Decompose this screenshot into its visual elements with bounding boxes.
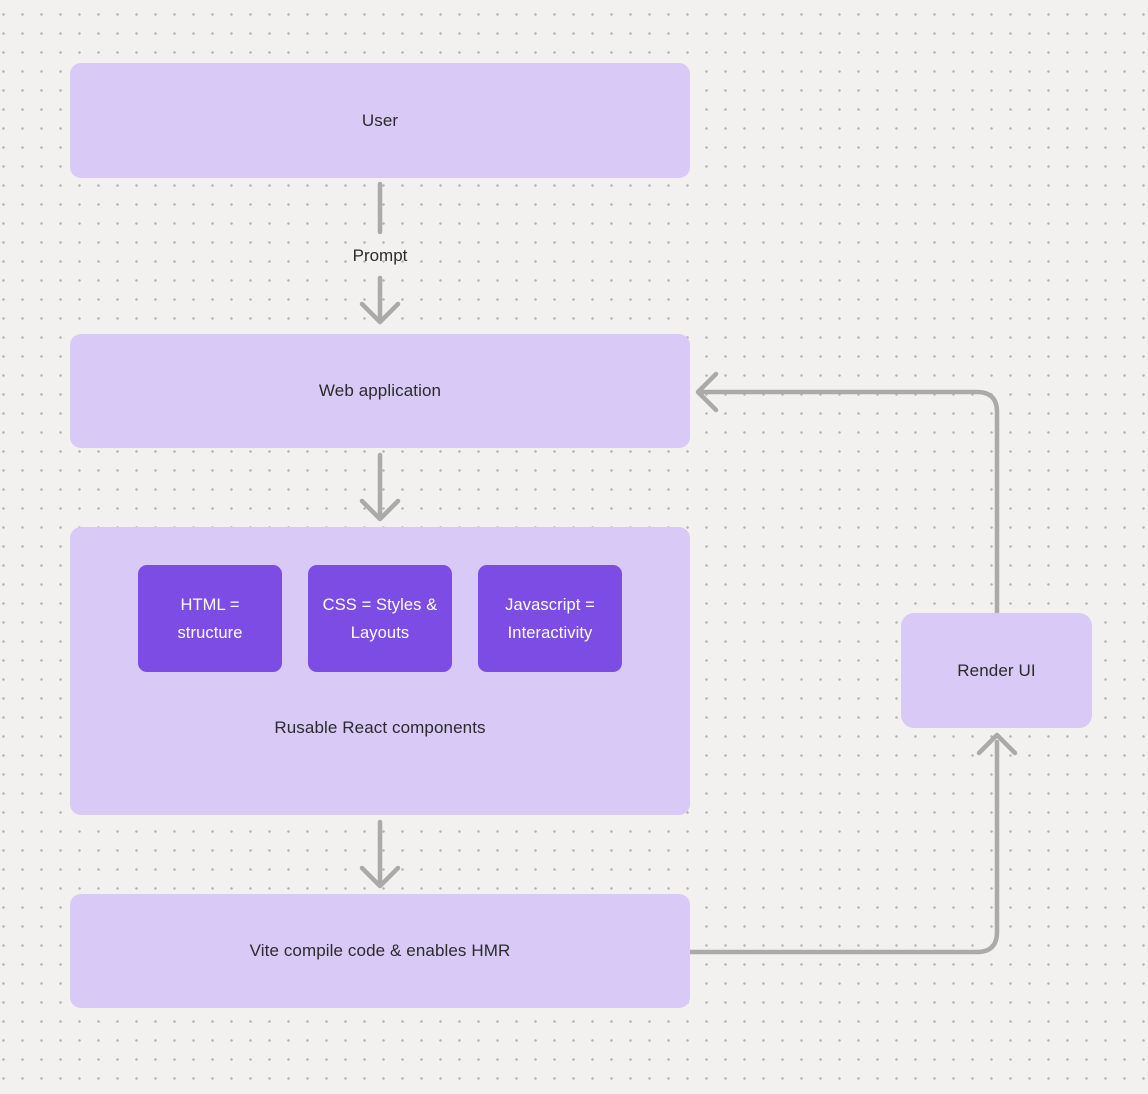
arrowhead-down-icon bbox=[359, 865, 401, 889]
arrowhead-down-icon bbox=[359, 301, 401, 325]
arrowhead-left-icon bbox=[695, 371, 719, 413]
inner-node-javascript-label: Javascript = Interactivity bbox=[505, 595, 595, 642]
node-web-application[interactable]: Web application bbox=[70, 334, 690, 448]
arrowhead-down-icon bbox=[359, 498, 401, 522]
node-user-label: User bbox=[361, 110, 399, 130]
inner-node-css-label: CSS = Styles & Layouts bbox=[322, 595, 438, 642]
node-components-group[interactable]: HTML = structure CSS = Styles & Layouts … bbox=[70, 527, 690, 815]
node-components-group-label: Rusable React components bbox=[274, 718, 486, 737]
inner-node-css[interactable]: CSS = Styles & Layouts bbox=[308, 565, 452, 672]
node-user[interactable]: User bbox=[70, 63, 690, 178]
edge-vite-to-renderui bbox=[687, 732, 1018, 955]
inner-node-html-label: HTML = structure bbox=[177, 595, 243, 642]
node-vite-label: Vite compile code & enables HMR bbox=[249, 941, 511, 960]
arrowhead-up-icon bbox=[976, 732, 1018, 756]
edge-webapp-to-components bbox=[359, 452, 401, 522]
inner-node-html[interactable]: HTML = structure bbox=[138, 565, 282, 672]
inner-node-javascript[interactable]: Javascript = Interactivity bbox=[478, 565, 622, 672]
edge-components-to-vite bbox=[359, 819, 401, 889]
node-render-ui[interactable]: Render UI bbox=[901, 613, 1092, 728]
node-web-application-label: Web application bbox=[318, 381, 442, 400]
edge-renderui-to-webapp bbox=[695, 371, 1000, 616]
node-vite[interactable]: Vite compile code & enables HMR bbox=[70, 894, 690, 1008]
edge-line bbox=[687, 739, 1000, 955]
edge-line bbox=[700, 389, 1000, 616]
node-render-ui-label: Render UI bbox=[957, 660, 1036, 680]
edge-label-prompt: Prompt bbox=[352, 246, 408, 265]
